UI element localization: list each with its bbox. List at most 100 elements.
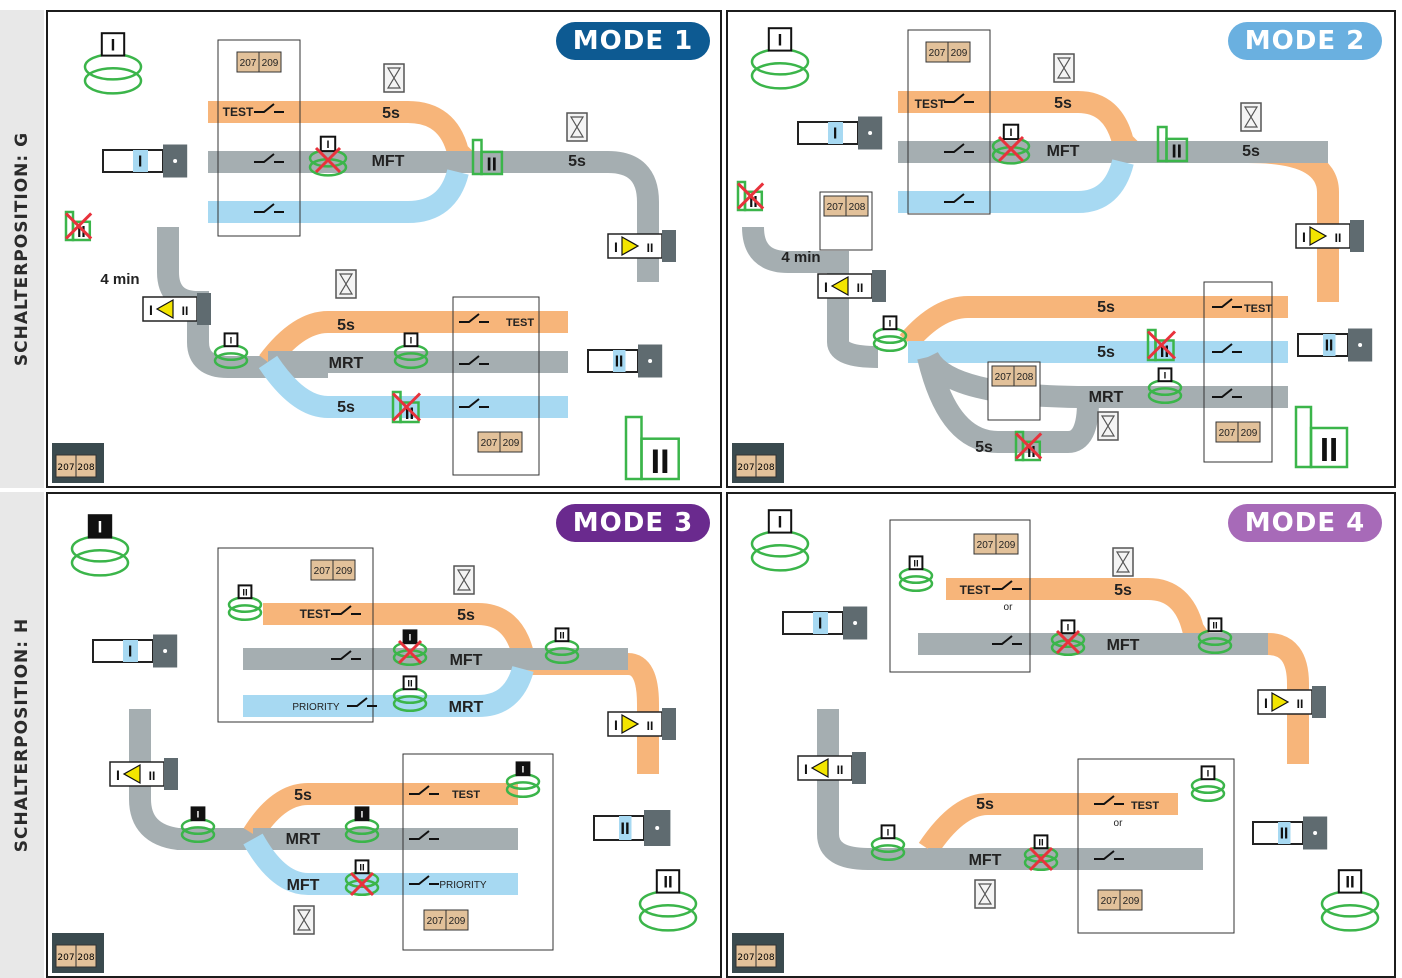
diagram-label: MRT [329,355,364,372]
contact-icon [944,193,974,203]
switch-position-label: II [837,763,844,777]
lamp-label: II [749,194,758,211]
switch-position-icon [402,629,418,645]
coil-icon [393,352,429,370]
switch-position-label: I [230,335,233,346]
side-label-g: SCHALTERPOSITION: G [12,131,32,367]
signal-band [208,151,659,282]
lamp-label: II [1160,343,1169,361]
switch-position-icon [403,332,419,348]
diagram-label: MFT [969,852,1002,869]
diagram-label: MRT [1089,389,1124,406]
code-label: 207 [737,463,754,473]
relay-code: 207 [240,58,257,69]
lamp-icon [1165,137,1189,163]
relay-code: 209 [262,58,279,69]
switch-position-label: II [1297,697,1304,711]
diagram-label: 5s [975,439,993,456]
switch-turn-icon [852,752,866,784]
relay-box-icon [845,195,869,217]
hourglass-icon [456,569,472,591]
switch-knob-icon [123,640,138,662]
code-label: 207 [57,953,74,963]
coil-icon [638,903,698,932]
switch-position-label: II [1280,826,1289,843]
side-strip-g: SCHALTERPOSITION: G [0,10,44,488]
contact-icon [459,313,489,323]
switch-knob-icon [613,350,626,372]
switch-position-label: II [559,630,565,641]
coil-icon [1320,889,1380,918]
coil-icon [180,826,216,844]
contact-icon [409,785,439,795]
arrow-icon [830,275,849,297]
contact-icon [992,580,1022,590]
signal-band [946,578,1309,764]
signal-band [898,158,1134,213]
lamp-label: II [651,443,670,481]
switch-position-icon [1033,834,1049,850]
switch-position-label: I [128,644,132,661]
switch-position-label: I [778,31,783,50]
diagram-label: 5s [1097,299,1115,316]
switch-position-label: II [1212,620,1218,631]
relay-code: 209 [1241,428,1258,439]
relay-box-icon [1013,365,1037,387]
signal-band [918,793,1178,856]
switch-position-icon [1060,619,1076,635]
switch-turn-icon [662,230,676,262]
coil-icon [344,879,380,897]
switch-position-label: I [887,827,890,838]
switch-position-icon [190,806,206,822]
switch-position-label: I [614,239,618,255]
lamp-icon [480,150,504,176]
switch-position-label: I [98,518,103,537]
switch-position-label: II [359,862,365,873]
switch-position-label: II [620,819,629,838]
switch-turn-icon [1312,686,1326,718]
switch-position-label: I [111,36,116,55]
hourglass-icon [1056,57,1072,79]
coil-icon [870,844,906,862]
coil-icon [505,781,541,799]
coil-icon [750,543,810,572]
cross-icon [1014,432,1043,460]
diagram-label: 4 min [100,271,139,288]
signal-band [129,709,288,850]
relay-code: 209 [951,48,968,59]
diagram-label: 4 min [781,249,820,266]
switch-position-label: II [663,873,672,892]
coil-icon [872,335,908,353]
relay-box-icon [332,559,356,581]
diagram-label: 5s [457,607,475,624]
lamp-icon [1294,405,1313,469]
contact-icon [1094,850,1124,860]
diagram-label: MRT [449,699,484,716]
hourglass-icon [386,67,402,89]
switch-position-icon [319,135,337,153]
contact-icon [992,635,1022,645]
switch-knob-icon [1358,343,1363,347]
signal-band [742,226,879,368]
arrow-icon [621,235,640,257]
diagram-label: MFT [287,877,320,894]
diagram-label: 5s [1242,143,1260,160]
relay-frame [217,547,374,723]
switch-position-icon [402,675,418,691]
coil-icon [750,61,810,90]
relay-code: 207 [1101,896,1118,907]
switch-position-label: I [197,809,200,820]
relay-box-icon [445,909,469,931]
relay-code: 207 [481,438,498,449]
hourglass-icon [977,883,993,905]
contact-icon [409,830,439,840]
relay-code: 209 [503,438,520,449]
coil-icon [83,66,143,95]
lamp-label: II [405,405,414,423]
coil-icon [750,529,810,558]
relay-frame [1077,758,1235,934]
switch-position-icon [908,555,924,571]
coil-icon [1190,785,1226,803]
